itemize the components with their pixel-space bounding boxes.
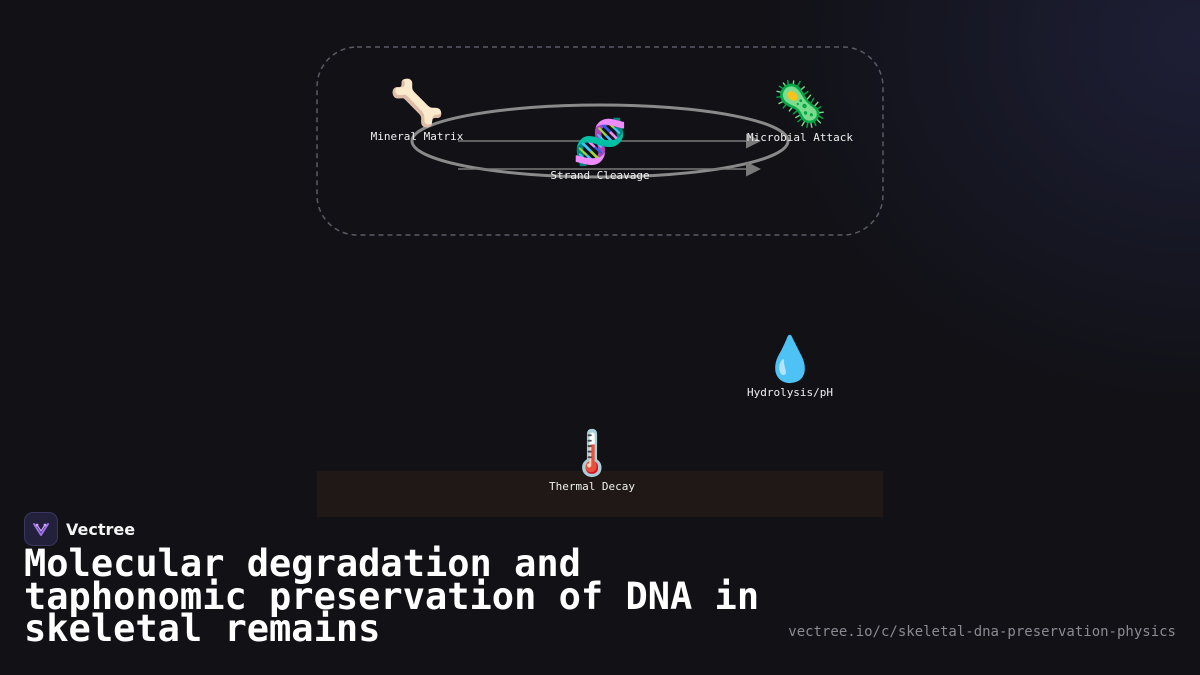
microbe-icon: 🦠 <box>772 79 828 130</box>
node-thermal-decay: 🌡️ Thermal Decay <box>548 428 636 494</box>
bone-icon: 🦴 <box>389 78 445 129</box>
node-label: Microbial Attack <box>747 131 853 144</box>
page-title: Molecular degradation and taphonomic pre… <box>24 542 760 650</box>
node-strand-cleavage: 🧬 Strand Cleavage <box>550 117 650 183</box>
droplet-icon: 💧 <box>762 334 818 385</box>
process-group-border <box>316 46 884 236</box>
node-label: Strand Cleavage <box>550 169 650 182</box>
source-url[interactable]: vectree.io/c/skeletal-dna-preservation-p… <box>788 624 1176 640</box>
node-hydrolysis: 💧 Hydrolysis/pH <box>746 334 834 400</box>
dna-icon: 🧬 <box>572 117 628 168</box>
node-microbial-attack: 🦠 Microbial Attack <box>747 79 853 145</box>
node-mineral-matrix: 🦴 Mineral Matrix <box>370 78 464 144</box>
thermometer-icon: 🌡️ <box>564 428 620 479</box>
brand[interactable]: Vectree <box>24 512 135 546</box>
node-label: Hydrolysis/pH <box>746 386 834 399</box>
brand-name: Vectree <box>66 519 136 539</box>
thermal-strip <box>317 471 883 517</box>
node-label: Mineral Matrix <box>370 130 464 143</box>
node-label: Thermal Decay <box>548 480 636 493</box>
vectree-logo-icon <box>24 512 58 546</box>
degradation-cycle-loop <box>410 103 790 179</box>
